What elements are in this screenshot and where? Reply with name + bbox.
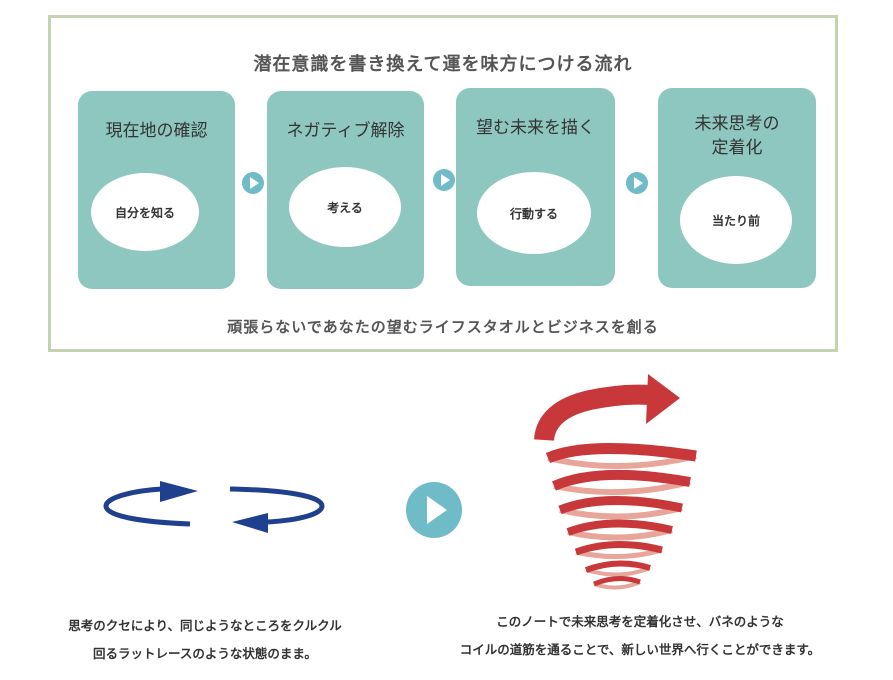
step-card-4: 未来思考の 定着化 当たり前 — [658, 88, 816, 288]
step-4-title-line1: 未来思考の — [694, 114, 780, 134]
step-1-title: 現在地の確認 — [105, 121, 208, 141]
step-3-action: 行動する — [477, 172, 591, 254]
diagram-footer: 頑張らないであなたの望むライフスタオルとビジネスを創る — [227, 318, 659, 336]
step-4-title: 未来思考の 定着化 — [658, 112, 816, 160]
loop-arrow-icon — [103, 481, 325, 533]
step-card-1: 現在地の確認 自分を知る — [78, 91, 235, 289]
right-caption-line1: このノートで未来思考を定着化させ、バネのような — [496, 614, 784, 629]
left-caption-line1: 思考のクセにより、同じようなところをクルクル — [68, 618, 342, 633]
diagram-title: 潜在意識を書き換えて運を味方につける流れ — [253, 54, 633, 75]
play-arrow-icon-1 — [242, 172, 264, 194]
play-arrow-icon-2 — [433, 169, 455, 191]
right-caption: このノートで未来思考を定着化させ、バネのような コイルの道筋を通ることで、新しい… — [420, 608, 860, 664]
step-3-title: 望む未来を描く — [476, 118, 595, 138]
step-2-action: 考える — [289, 167, 401, 247]
left-caption: 思考のクセにより、同じようなところをクルクル 回るラットレースのような状態のまま… — [40, 612, 370, 668]
right-caption-line2: コイルの道筋を通ることで、新しい世界へ行くことができます。 — [459, 642, 821, 657]
step-1-action: 自分を知る — [91, 173, 199, 251]
step-card-2: ネガティブ解除 考える — [267, 91, 424, 289]
step-card-3: 望む未来を描く 行動する — [456, 88, 615, 286]
left-caption-line2: 回るラットレースのような状態のまま。 — [93, 646, 317, 661]
step-4-title-line2: 定着化 — [711, 138, 763, 158]
step-4-action: 当たり前 — [680, 176, 792, 264]
play-arrow-icon-3 — [626, 172, 648, 194]
flow-diagram-frame: 潜在意識を書き換えて運を味方につける流れ 現在地の確認 自分を知る ネガティブ解… — [48, 15, 838, 352]
step-2-title: ネガティブ解除 — [286, 121, 405, 141]
spiral-arrow-icon — [534, 374, 697, 590]
big-play-arrow-icon — [406, 482, 462, 538]
